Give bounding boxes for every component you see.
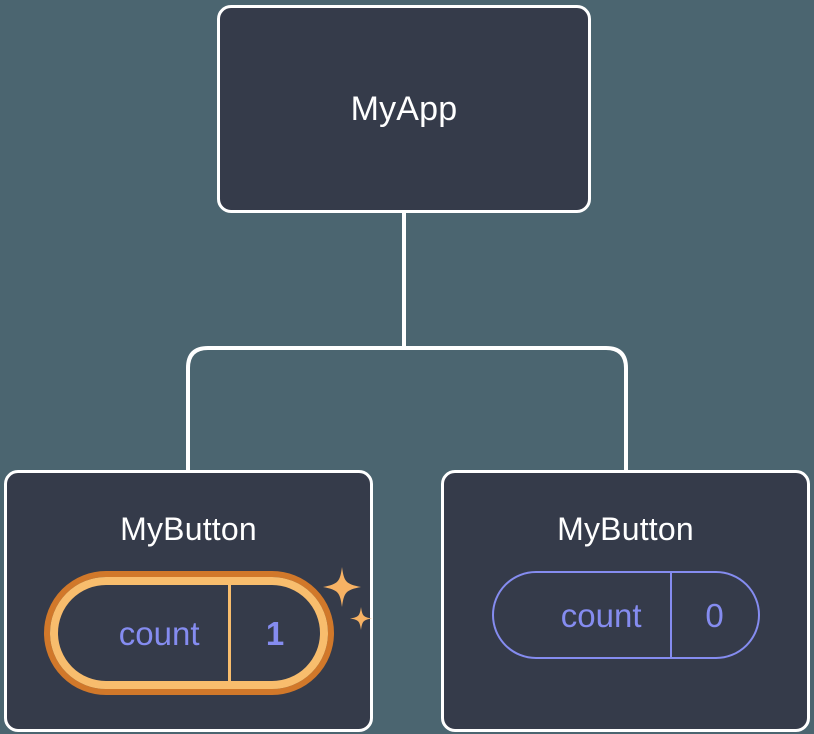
- state-pill-right-value: 0: [705, 596, 724, 634]
- state-pill-left-wrap: count 1: [43, 567, 372, 695]
- root-node[interactable]: MyApp: [217, 5, 591, 213]
- sparkle-small-icon: [349, 607, 372, 630]
- state-pill-right-value-cell: 0: [669, 573, 758, 657]
- state-pill-right[interactable]: count 0: [491, 571, 760, 659]
- child-node-left-label: MyButton: [120, 511, 257, 547]
- state-pill-left: count 1: [49, 577, 328, 689]
- connector-branch-bus: [186, 346, 628, 472]
- sparkle-large-icon: [322, 567, 361, 607]
- state-pill-left-key: count: [118, 614, 200, 652]
- state-pill-left-key-cell: count: [58, 585, 228, 681]
- state-pill-left-highlight-ring[interactable]: count 1: [43, 571, 334, 695]
- root-node-label: MyApp: [350, 90, 458, 128]
- state-pill-left-value-cell: 1: [227, 585, 320, 681]
- child-node-left[interactable]: MyButton count 1: [4, 470, 373, 732]
- child-node-right[interactable]: MyButton count 0: [441, 470, 810, 732]
- child-node-right-label: MyButton: [557, 511, 694, 547]
- state-pill-right-key-cell: count: [494, 573, 670, 657]
- state-pill-left-value: 1: [265, 614, 285, 652]
- state-pill-right-wrap: count 0: [491, 571, 760, 659]
- state-pill-right-key: count: [560, 596, 642, 634]
